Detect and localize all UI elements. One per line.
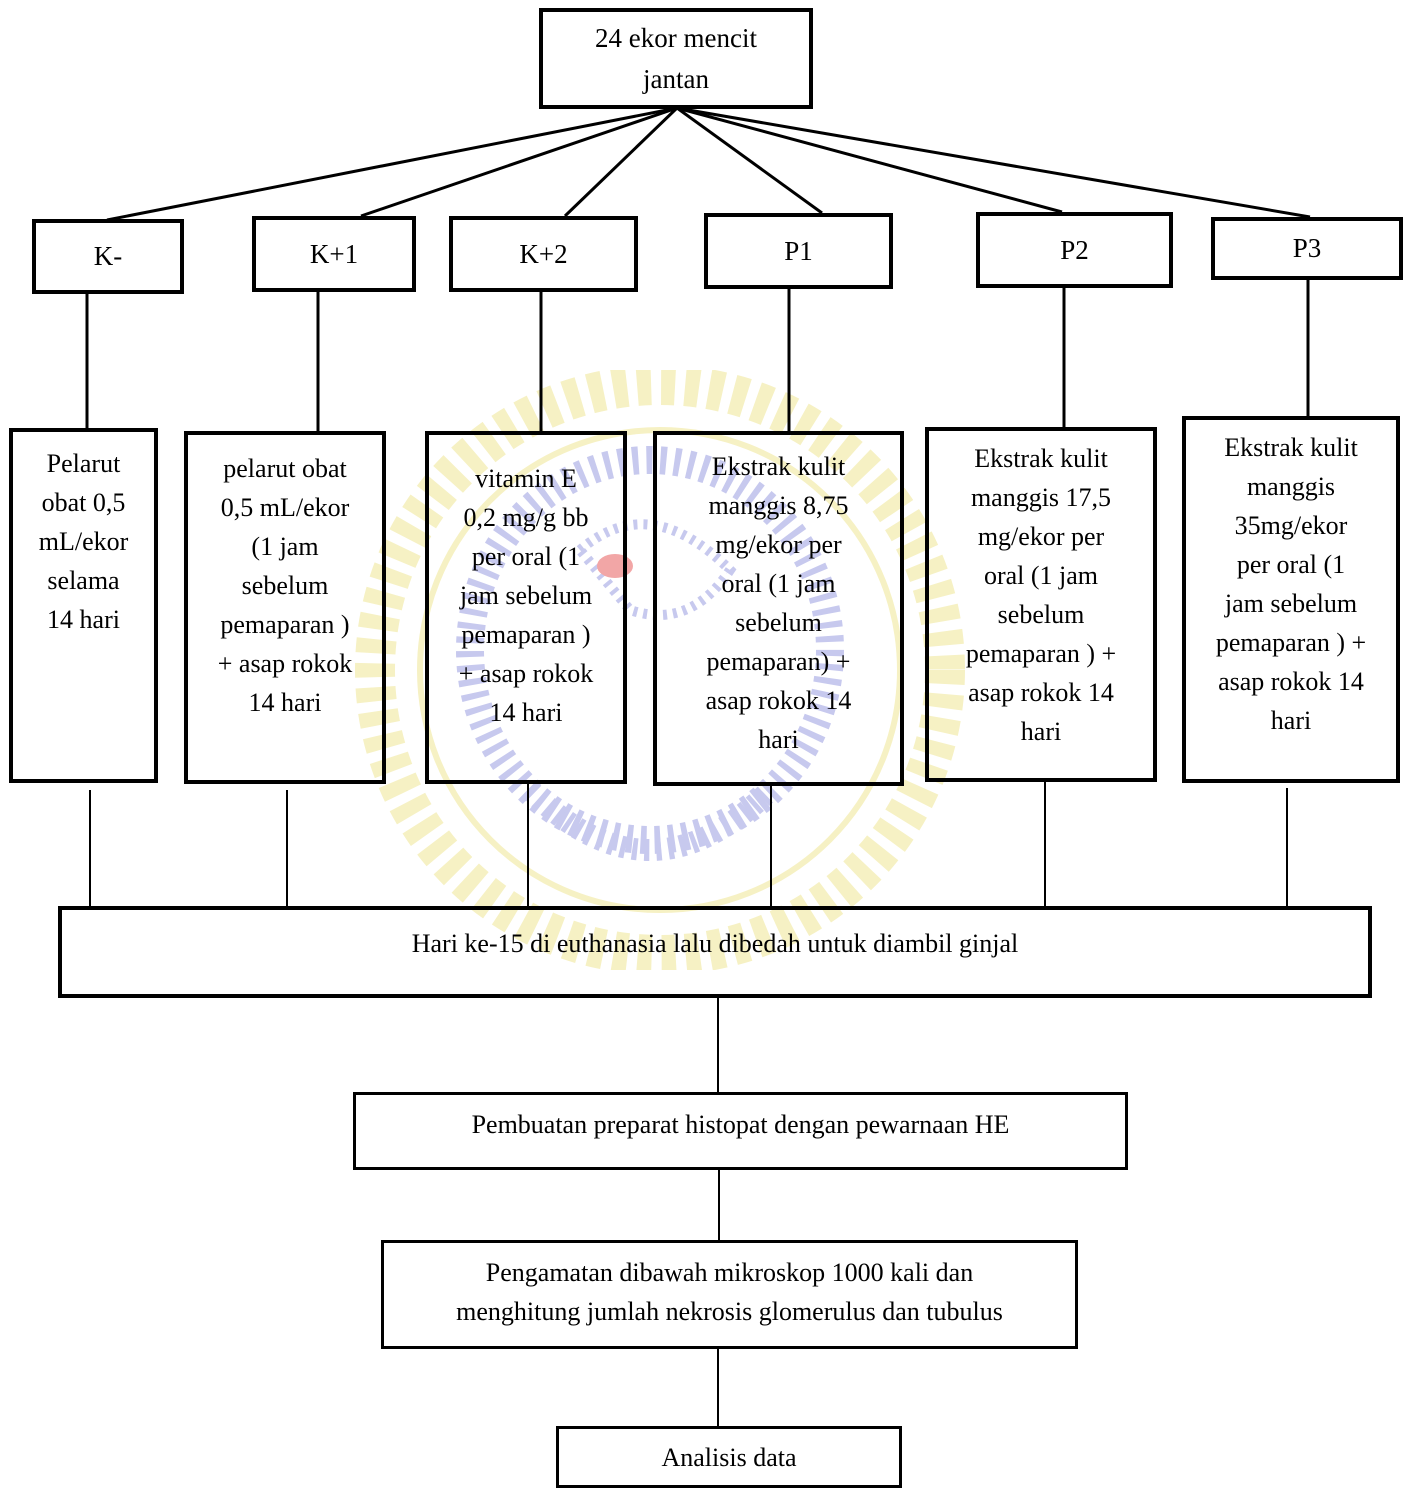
treatment-text: Pelarut obat 0,5 mL/ekor selama 14 hari	[38, 449, 129, 634]
step-observation: Pengamatan dibawah mikroskop 1000 kali d…	[381, 1240, 1078, 1349]
group-label-p2: P2	[976, 212, 1173, 288]
group-label-text: P2	[1060, 234, 1089, 265]
treatment-box-p3: Ekstrak kulit manggis 35mg/ekor per oral…	[1182, 416, 1400, 783]
group-label-k-pos-2: K+2	[449, 216, 638, 292]
treatment-text: vitamin E 0,2 mg/g bb per oral (1 jam se…	[458, 464, 594, 727]
group-label-text: K+1	[309, 238, 359, 269]
step-analysis-text: Analisis data	[661, 1442, 797, 1472]
treatment-box-p2: Ekstrak kulit manggis 17,5 mg/ekor per o…	[925, 427, 1157, 782]
step-observation-text: Pengamatan dibawah mikroskop 1000 kali d…	[456, 1258, 1003, 1326]
group-label-p3: P3	[1211, 217, 1403, 280]
group-label-p1: P1	[704, 213, 893, 289]
step-euthanasia: Hari ke-15 di euthanasia lalu dibedah un…	[58, 906, 1372, 998]
treatment-text: Ekstrak kulit manggis 8,75 mg/ekor per o…	[705, 452, 852, 754]
treatment-box-p1: Ekstrak kulit manggis 8,75 mg/ekor per o…	[653, 431, 904, 786]
treatment-box-k-pos-1: pelarut obat 0,5 mL/ekor (1 jam sebelum …	[184, 431, 386, 784]
group-label-text: P3	[1292, 233, 1322, 264]
group-label-k-pos-1: K+1	[252, 216, 416, 292]
step-preparation: Pembuatan preparat histopat dengan pewar…	[353, 1092, 1128, 1170]
group-label-k-neg: K-	[32, 219, 184, 294]
group-label-text: K-	[93, 241, 123, 272]
group-label-text: K+2	[519, 238, 568, 269]
treatment-text: Ekstrak kulit manggis 17,5 mg/ekor per o…	[965, 444, 1117, 746]
root-node: 24 ekor mencit jantan	[539, 8, 813, 109]
treatment-text: Ekstrak kulit manggis 35mg/ekor per oral…	[1215, 433, 1367, 735]
step-analysis: Analisis data	[556, 1426, 902, 1488]
treatment-box-k-pos-2: vitamin E 0,2 mg/g bb per oral (1 jam se…	[425, 431, 627, 784]
treatment-text: pelarut obat 0,5 mL/ekor (1 jam sebelum …	[217, 454, 353, 717]
step-euthanasia-text: Hari ke-15 di euthanasia lalu dibedah un…	[411, 929, 1019, 958]
root-node-label: 24 ekor mencit jantan	[595, 23, 757, 94]
treatment-box-k-neg: Pelarut obat 0,5 mL/ekor selama 14 hari	[9, 428, 158, 783]
step-preparation-text: Pembuatan preparat histopat dengan pewar…	[471, 1110, 1010, 1139]
group-label-text: P1	[784, 235, 813, 266]
